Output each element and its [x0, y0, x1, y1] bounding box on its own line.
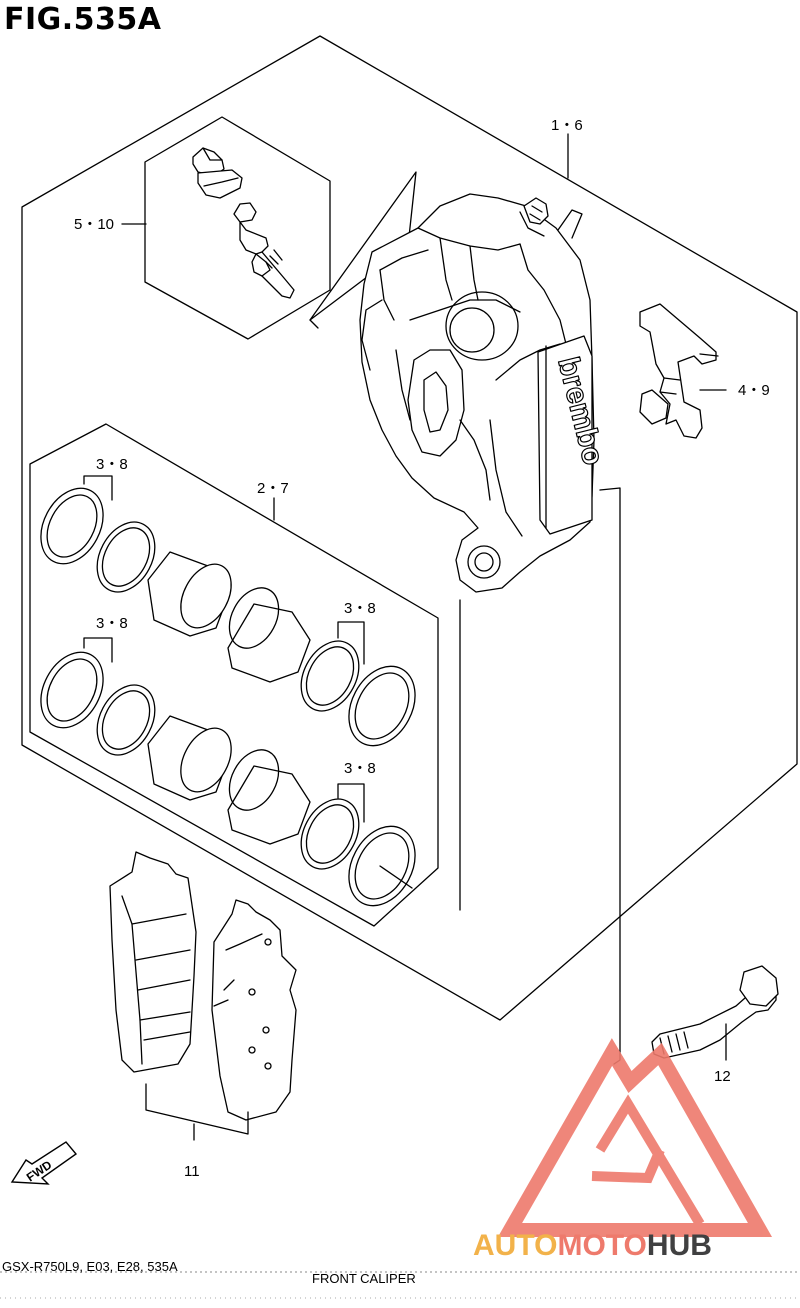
seal-leader-right-upper	[337, 621, 365, 665]
seal-pair-right-upper-icon	[300, 640, 416, 747]
fwd-arrow-icon: FWD	[10, 1141, 78, 1185]
section-title: FRONT CALIPER	[312, 1271, 416, 1286]
callout-caliper: 1・6	[551, 117, 583, 134]
caliper-pointer	[309, 171, 417, 321]
callout-seal-mid-left: 3・8	[96, 615, 128, 632]
piston-group-frame	[29, 423, 439, 927]
piston-bottom-left-icon	[147, 715, 232, 801]
piston-top-left-icon	[147, 551, 232, 637]
seal-pair-right-lower-icon	[300, 798, 416, 907]
seal-leader-right-lower	[337, 783, 365, 823]
bleeder-screw-icon	[233, 202, 295, 299]
piston-bottom-right-icon	[227, 749, 311, 845]
pad-spring-icon	[639, 303, 719, 439]
callout-seal-right-upper: 3・8	[344, 600, 376, 617]
callout-seal-top-left: 3・8	[96, 456, 128, 473]
callout-bolt: 12	[714, 1068, 731, 1085]
bolt-guide-line	[599, 487, 621, 1065]
callout-pad-spring: 4・9	[738, 382, 770, 399]
brembo-caliper-body-icon	[359, 193, 595, 593]
figure-title: FIG.535A	[4, 2, 162, 37]
seal-pair-mid-left-icon	[40, 651, 156, 756]
pad-set-leader	[145, 1083, 249, 1141]
piston-top-right-icon	[227, 587, 311, 683]
assembly-frame	[21, 35, 798, 1021]
bleeder-group-frame	[144, 116, 331, 340]
seal-leader-top-left	[83, 475, 113, 501]
callout-bleeder: 5・10	[74, 216, 114, 233]
watermark-text: AUTOMOTOHUB	[473, 1229, 712, 1262]
seal-pair-top-left-icon	[40, 487, 156, 593]
mounting-bolt-icon	[651, 965, 779, 1059]
seal-leader-mid-left	[83, 637, 113, 663]
bleeder-cap-icon	[192, 147, 243, 199]
brake-pad-left-icon	[109, 851, 197, 1073]
figure-code: GSX-R750L9, E03, E28, 535A	[2, 1259, 178, 1274]
callout-seal-right-lower: 3・8	[344, 760, 376, 777]
callout-piston: 2・7	[257, 480, 289, 497]
automotohub-logo-icon	[497, 1038, 773, 1237]
brake-pad-right-icon	[211, 899, 297, 1121]
callout-pad-set: 11	[184, 1163, 200, 1180]
